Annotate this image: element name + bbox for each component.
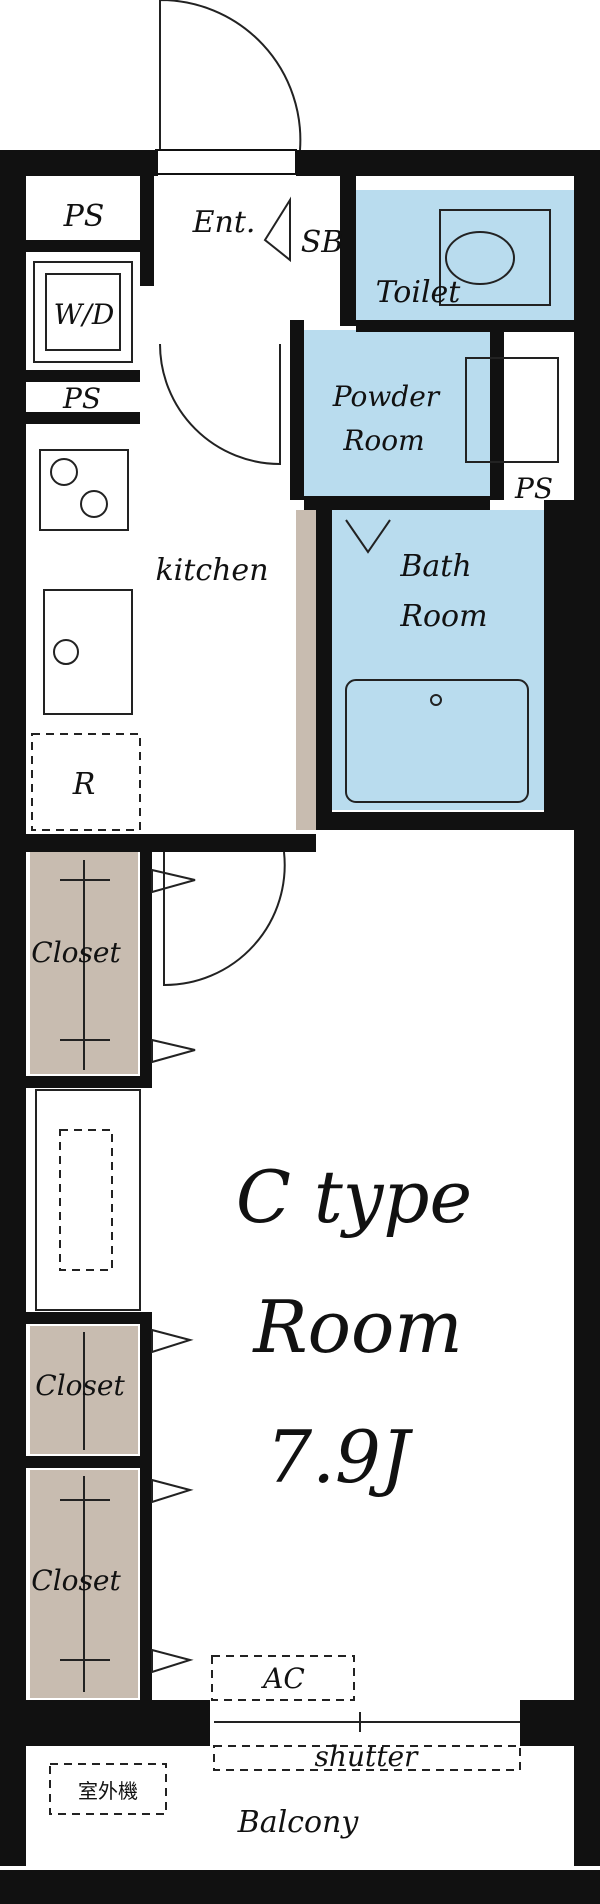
room-labels: PS Ent. SB Toilet W/D PS Powder Room PS … — [31, 199, 553, 1840]
bath-room-area — [330, 510, 544, 810]
closet-2-label: Closet — [35, 1369, 125, 1402]
main-room-label-2: Room — [251, 1285, 462, 1369]
wet-areas — [300, 190, 574, 810]
toilet-label: Toilet — [376, 275, 462, 310]
outdoor-unit-box — [49, 1763, 167, 1815]
bath-room-label-1: Bath — [399, 549, 471, 584]
interior-walls — [26, 176, 574, 1702]
main-room-label-3: 7.9J — [266, 1415, 414, 1499]
closet-3-label: Closet — [31, 1564, 121, 1597]
wd-box — [33, 261, 133, 363]
closets — [30, 852, 196, 1698]
wd-label: W/D — [54, 298, 115, 331]
outdoor-unit-label: 室外機 — [78, 1779, 138, 1803]
stove — [39, 449, 129, 531]
kitchen-label: kitchen — [155, 553, 268, 588]
ac-label: AC — [260, 1662, 305, 1695]
refrigerator-box — [31, 733, 141, 831]
ps-right-label: PS — [514, 472, 553, 505]
outer-walls — [0, 150, 600, 1904]
fixtures — [31, 196, 559, 1815]
shutter-box — [213, 1745, 521, 1771]
partition-strip — [296, 510, 316, 830]
toilet-bowl — [439, 209, 551, 306]
balcony-label: Balcony — [237, 1805, 360, 1840]
toilet-area — [356, 190, 574, 320]
entrance-door — [155, 0, 302, 175]
sb-label: SB — [301, 225, 344, 260]
ps-mid-label: PS — [62, 382, 101, 415]
storage-niche — [35, 1089, 141, 1311]
sink — [43, 589, 133, 715]
entrance-label: Ent. — [192, 205, 256, 240]
powder-room-area — [300, 330, 490, 500]
powder-room-label-1: Powder — [332, 380, 441, 413]
ps-top-label: PS — [63, 199, 105, 234]
bath-room-label-2: Room — [399, 599, 487, 634]
ac-box — [211, 1655, 355, 1701]
shutter-label: shutter — [315, 1740, 420, 1773]
closet-1-label: Closet — [31, 936, 121, 969]
washbasin — [465, 357, 559, 463]
refrigerator-label: R — [72, 767, 96, 802]
main-room-label-1: C type — [236, 1155, 472, 1239]
powder-room-label-2: Room — [342, 424, 424, 457]
bathtub — [345, 679, 529, 803]
